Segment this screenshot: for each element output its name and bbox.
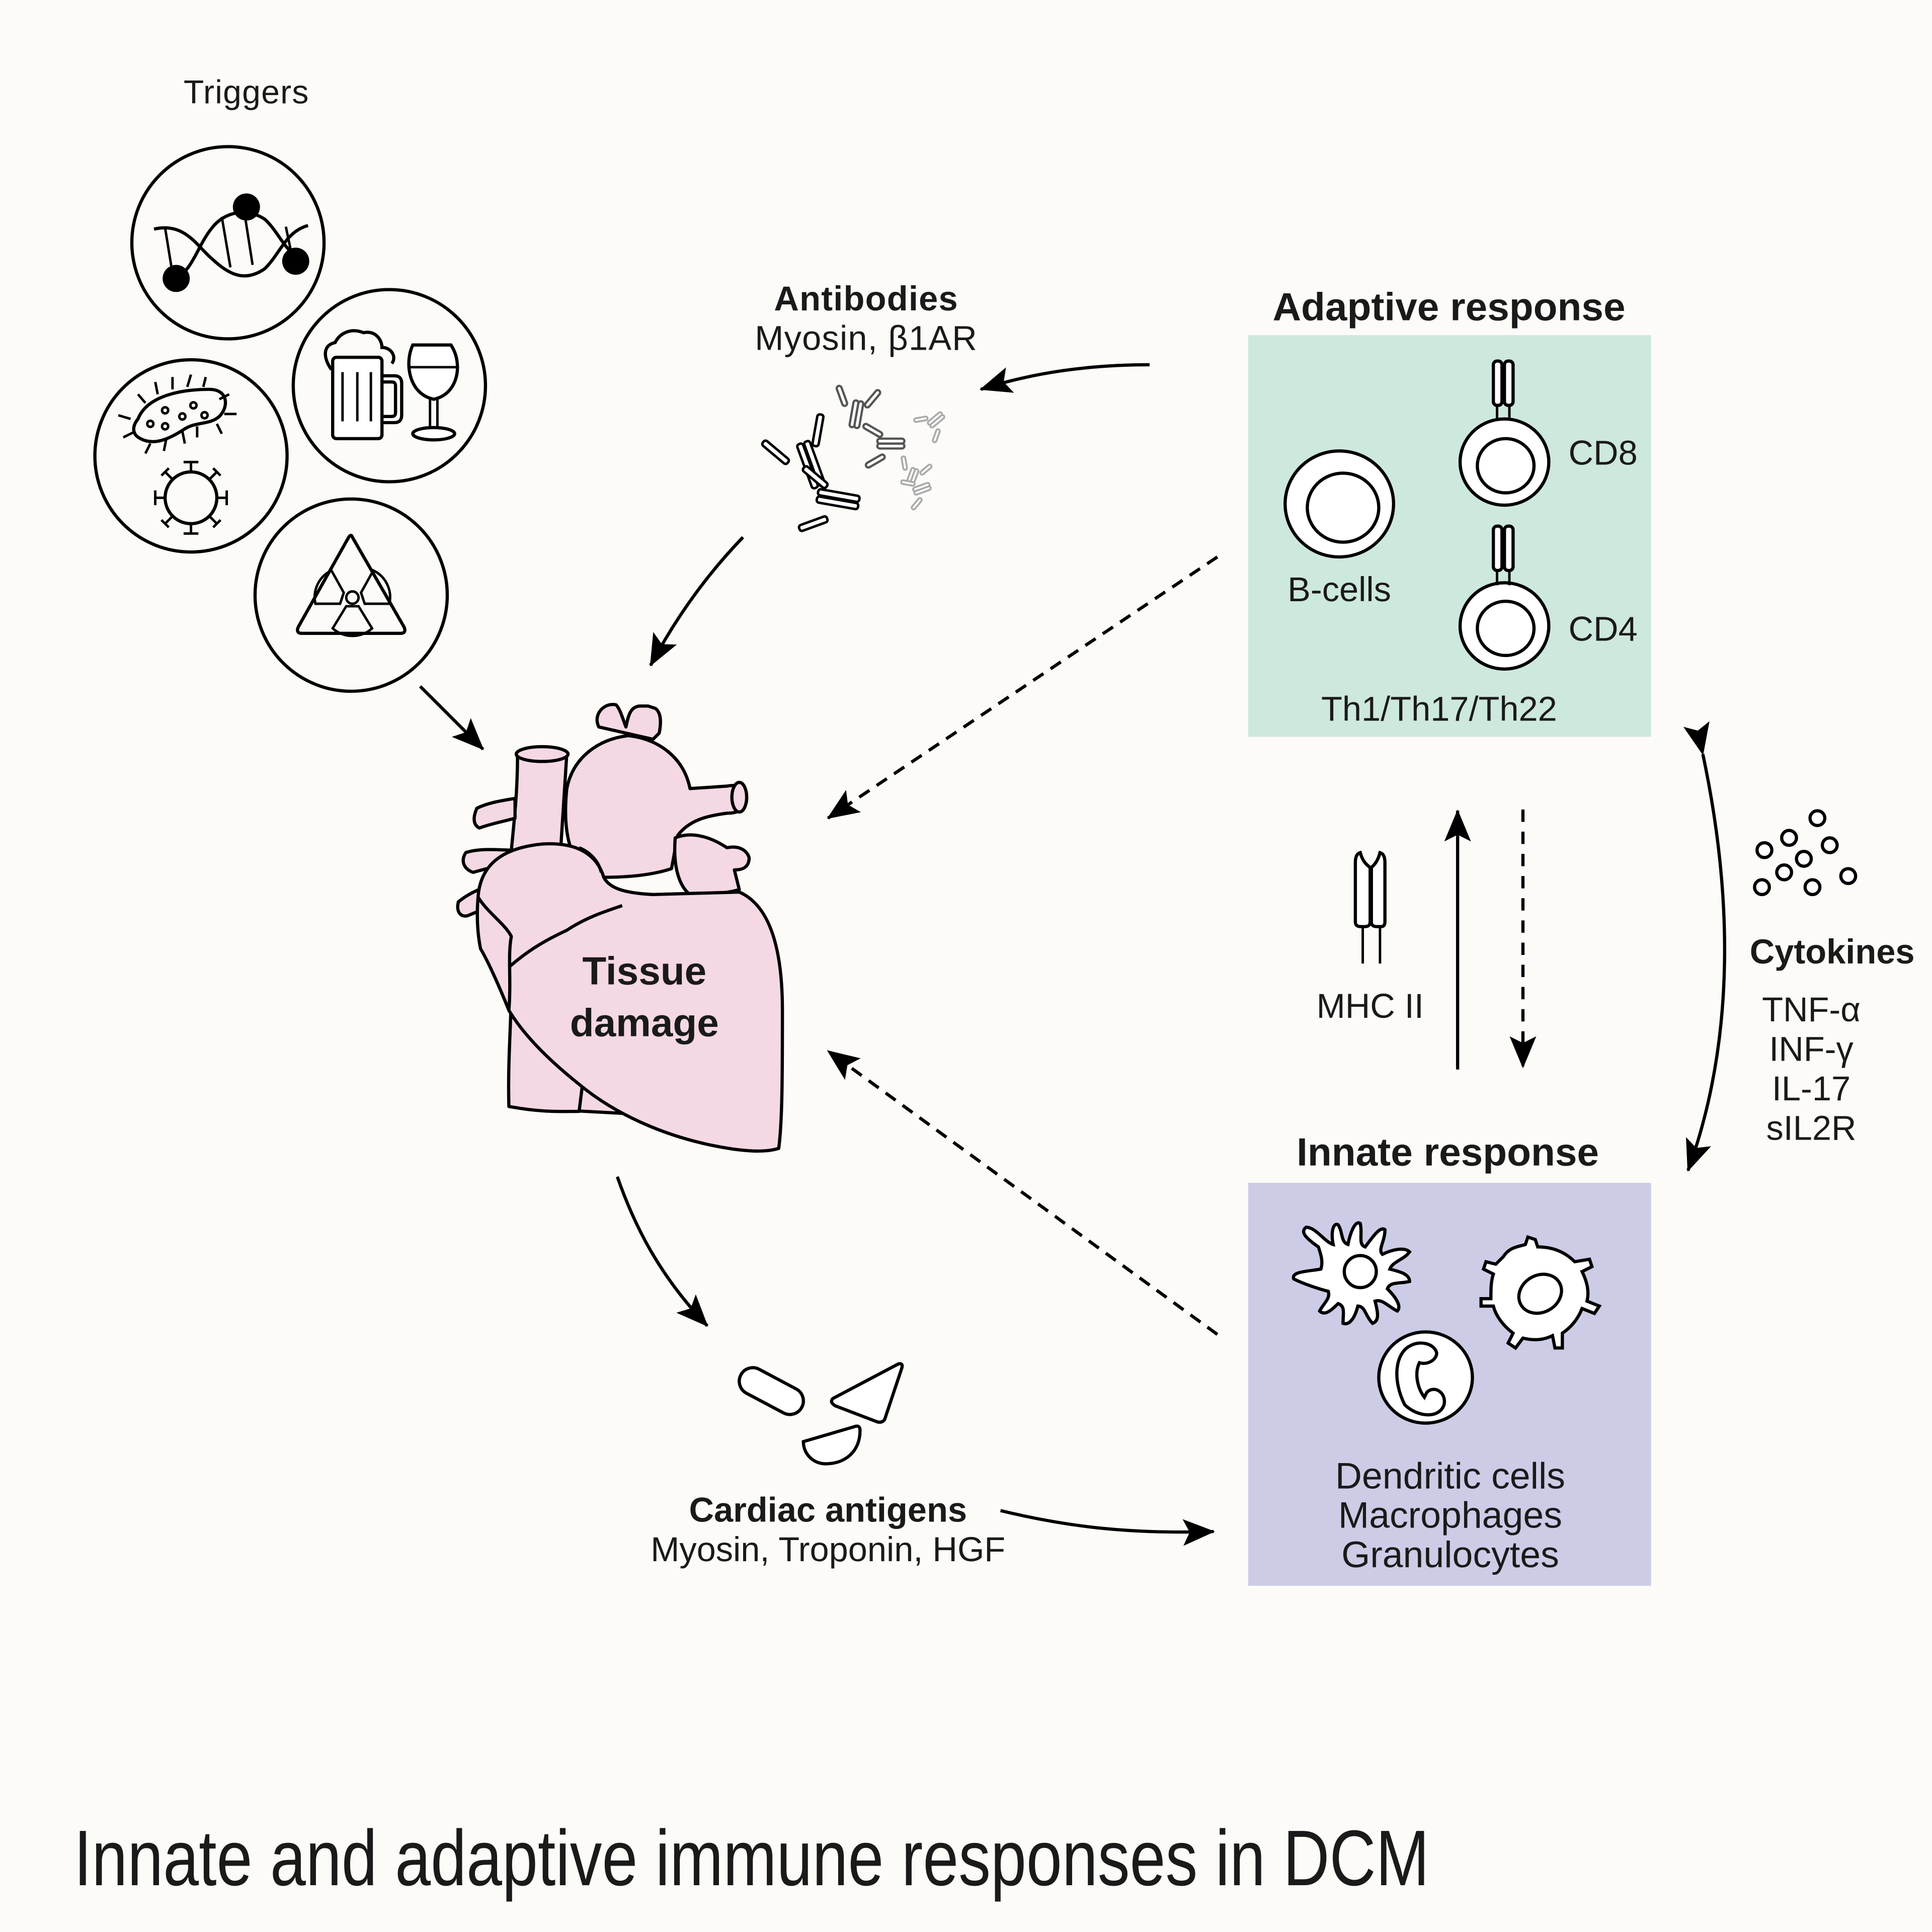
cd8-cell-icon — [1458, 359, 1551, 507]
antigen-fragments-icon — [738, 1362, 904, 1466]
th-subtypes-label: Th1/Th17/Th22 — [1321, 690, 1557, 729]
mhc-ii-icon — [1353, 850, 1387, 964]
antibodies-heading: Antibodies — [774, 279, 958, 318]
triggers-label: Triggers — [184, 74, 309, 111]
cytokine-item: TNF-α — [1762, 990, 1861, 1029]
cd4-label: CD4 — [1569, 609, 1638, 648]
mhc-ii-label: MHC II — [1317, 987, 1424, 1025]
figure-title: Innate and adaptive immune responses in … — [74, 1814, 1429, 1902]
innate-cell-type: Granulocytes — [1341, 1534, 1559, 1575]
dendritic-cell-icon — [1292, 1221, 1412, 1326]
adaptive-to-heart-dashed-arrow — [827, 555, 1219, 820]
trigger-to-heart-arrow — [419, 685, 485, 751]
beer-wine-icon — [291, 288, 488, 484]
cd4-cell-icon — [1458, 524, 1551, 671]
b-cells-label: B-cells — [1287, 570, 1391, 609]
heart-label-line1: Tissue — [582, 949, 706, 993]
antibodies-detail: Myosin, β1AR — [755, 319, 978, 358]
cardiac-antigens-detail: Myosin, Troponin, HGF — [651, 1530, 1005, 1569]
cd8-label: CD8 — [1569, 433, 1638, 472]
innate-heading: Innate response — [1297, 1130, 1599, 1174]
heart-icon — [456, 703, 784, 1153]
dna-icon — [130, 145, 326, 341]
macrophage-cell-icon — [1479, 1235, 1602, 1350]
innate-to-heart-dashed-arrow — [827, 1050, 1219, 1336]
adaptive-heading: Adaptive response — [1272, 285, 1625, 329]
innate-cell-type: Macrophages — [1338, 1494, 1562, 1536]
granulocyte-cell-icon — [1377, 1330, 1474, 1425]
antibody-cluster-icon — [761, 384, 945, 532]
antigens-to-innate-arrow — [1000, 1509, 1215, 1546]
heart-label-line2: damage — [570, 1001, 719, 1045]
cytokine-dots-icon — [1753, 809, 1858, 897]
cytokines-heading: Cytokines — [1750, 932, 1915, 971]
cardiac-antigens-heading: Cardiac antigens — [689, 1490, 967, 1529]
radiation-icon — [253, 497, 449, 693]
bacteria-virus-icon — [93, 358, 289, 554]
heart-to-antigens-arrow — [615, 1176, 709, 1327]
cytokine-item: sIL2R — [1766, 1108, 1856, 1147]
cytokine-item: IL-17 — [1772, 1069, 1850, 1108]
innate-cell-type: Dendritic cells — [1335, 1455, 1565, 1496]
antibodies-to-heart-arrow — [649, 536, 745, 667]
cytokine-item: INF-γ — [1769, 1030, 1854, 1069]
b-cell-icon — [1283, 449, 1395, 559]
cytokine-double-arrow — [1683, 721, 1727, 1172]
adaptive-to-antibodies-arrow — [979, 363, 1150, 393]
